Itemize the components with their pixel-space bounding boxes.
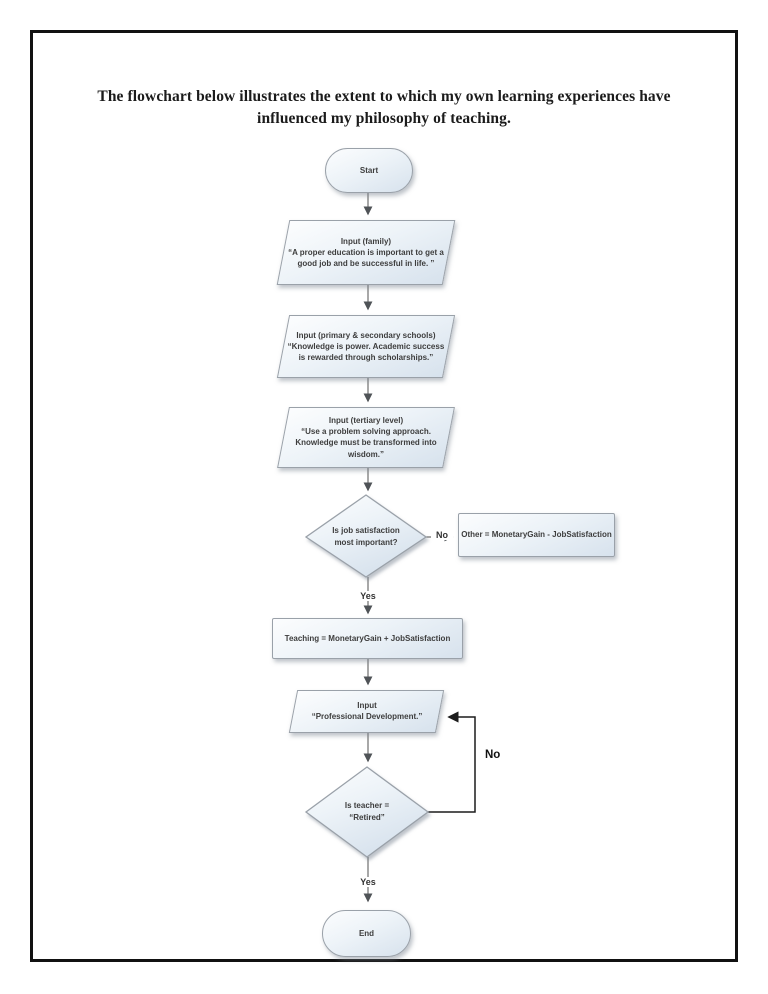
- input-schools-heading: Input (primary & secondary schools): [296, 330, 436, 340]
- decision-job-satisfaction-line2: most important?: [334, 538, 398, 547]
- decision1-yes-label: Yes: [350, 591, 386, 601]
- input-professional-dev-text: Input “Professional Development.”: [297, 700, 437, 722]
- input-tertiary-heading: Input (tertiary level): [328, 416, 404, 426]
- decision2-yes-label: Yes: [350, 877, 386, 887]
- end-label: End: [358, 928, 375, 938]
- start-label: Start: [359, 165, 379, 175]
- input-professional-dev-heading: Input: [356, 701, 377, 711]
- input-professional-dev-parallelogram: Input “Professional Development.”: [288, 690, 445, 733]
- input-family-parallelogram: Input (family) “A proper education is im…: [276, 220, 456, 285]
- input-schools-text: Input (primary & secondary schools) “Kno…: [286, 330, 446, 364]
- decision-retired-line2: “Retired”: [349, 813, 385, 822]
- input-family-body: “A proper education is important to get …: [288, 247, 444, 269]
- input-tertiary-body: “Use a problem solving approach. Knowled…: [295, 427, 437, 459]
- decision-retired-text: Is teacher = “Retired”: [307, 769, 427, 855]
- decision2-no-label: No: [485, 749, 501, 761]
- input-schools-body: “Knowledge is power. Academic success is…: [287, 341, 445, 363]
- teaching-formula-process: Teaching = MonetaryGain + JobSatisfactio…: [272, 618, 463, 659]
- decision-job-satisfaction-line1: Is job satisfaction: [332, 526, 400, 535]
- teaching-formula-label: Teaching = MonetaryGain + JobSatisfactio…: [284, 633, 451, 643]
- input-family-heading: Input (family): [340, 236, 392, 246]
- other-formula-process: Other = MonetaryGain - JobSatisfaction: [458, 513, 615, 557]
- decision-job-satisfaction-text: Is job satisfaction most important?: [306, 497, 426, 577]
- input-tertiary-text: Input (tertiary level) “Use a problem so…: [286, 415, 446, 460]
- input-family-text: Input (family) “A proper education is im…: [286, 236, 446, 270]
- input-professional-dev-body: “Professional Development.”: [311, 712, 422, 722]
- end-terminator: End: [322, 910, 411, 957]
- decision1-no-label: No: [431, 530, 453, 540]
- decision-retired-line1: Is teacher =: [344, 801, 390, 810]
- page-border: [30, 30, 738, 962]
- start-terminator: Start: [325, 148, 413, 193]
- page-title: The flowchart below illustrates the exte…: [97, 88, 671, 128]
- input-tertiary-parallelogram: Input (tertiary level) “Use a problem so…: [277, 407, 455, 468]
- other-formula-label: Other = MonetaryGain - JobSatisfaction: [461, 530, 612, 540]
- input-schools-parallelogram: Input (primary & secondary schools) “Kno…: [276, 315, 456, 378]
